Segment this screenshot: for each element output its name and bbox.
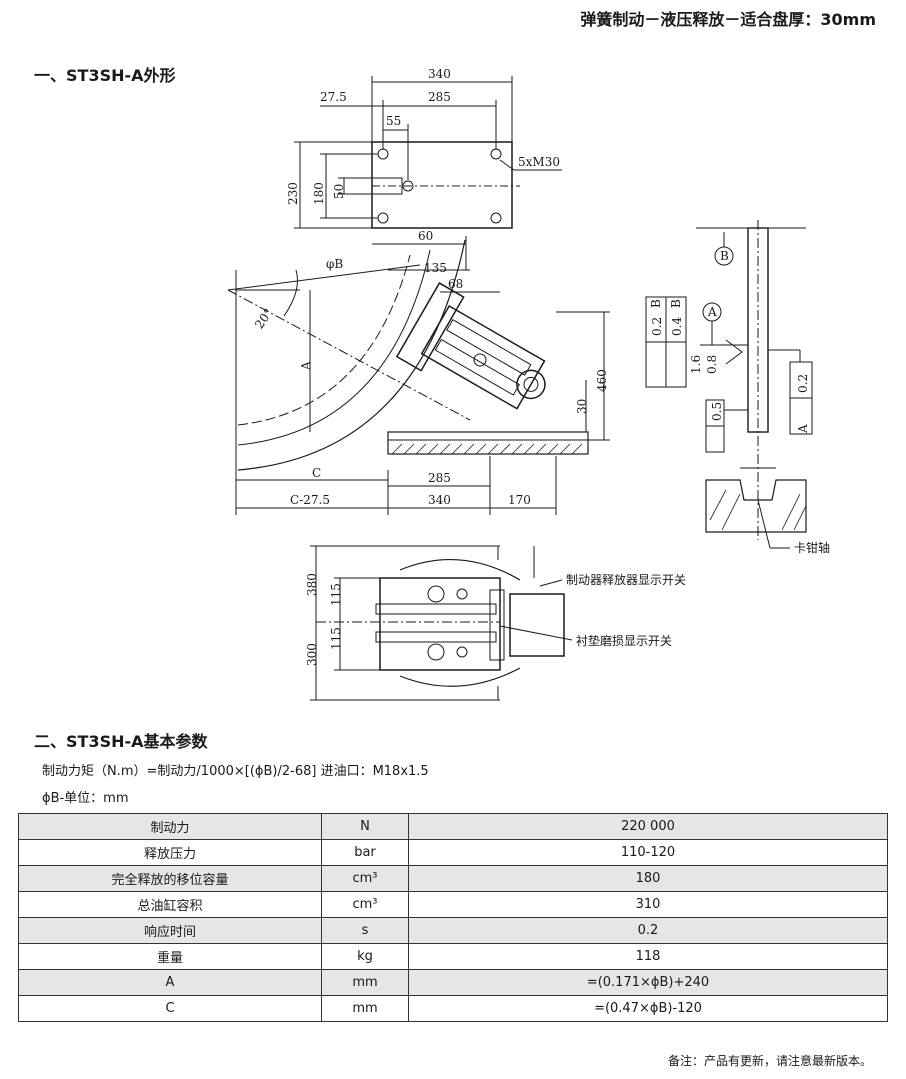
dim-label: 285 (428, 471, 451, 485)
section-title-params: 二、ST3SH-A基本参数 (34, 732, 208, 751)
datum-label: B (720, 249, 729, 263)
param-name: 释放压力 (18, 839, 322, 866)
dim-label: 300 (305, 643, 319, 666)
tolerance-label: 0.8 (705, 355, 719, 374)
param-name: 制动力 (18, 813, 322, 840)
table-row: 释放压力 bar 110-120 (18, 839, 888, 866)
torque-formula: 制动力矩（N.m）=制动力/1000×[(ϕB)/2-68] 进油口：M18x1… (42, 764, 429, 779)
caliper-seat-hatch (705, 479, 807, 533)
release-indicator-switch (509, 593, 565, 657)
param-unit: N (321, 813, 409, 840)
table-row: 完全释放的移位容量 cm³ 180 (18, 865, 888, 892)
param-name: 重量 (18, 943, 322, 970)
param-name: A (18, 969, 322, 996)
param-unit: mm (321, 969, 409, 996)
dim-label: 68 (448, 277, 463, 291)
table-row: 响应时间 s 0.2 (18, 917, 888, 944)
callout-wear-switch: 衬垫磨损显示开关 (576, 633, 672, 648)
param-unit: bar (321, 839, 409, 866)
disc-outer-arc (237, 239, 466, 471)
tolerance-label: A (796, 424, 810, 434)
param-name: 完全释放的移位容量 (18, 865, 322, 892)
dim-label: 170 (508, 493, 531, 507)
param-value: =(0.171×ϕB)+240 (408, 969, 888, 996)
bottom-caliper-body (379, 577, 501, 671)
dim-label: 460 (595, 369, 609, 392)
dim-label: 135 (424, 261, 447, 275)
section-title-outline: 一、ST3SH-A外形 (34, 66, 176, 85)
dim-label: φB (326, 257, 343, 271)
bolt-hole (490, 212, 502, 224)
dim-label: 27.5 (320, 90, 347, 104)
callout-caliper-axis: 卡钳轴 (794, 540, 830, 555)
dim-label: 115 (329, 583, 343, 606)
disc-arc (237, 249, 431, 446)
dim-label: 60 (418, 229, 433, 243)
param-value: 310 (408, 891, 888, 918)
param-value: 118 (408, 943, 888, 970)
param-unit: cm³ (321, 891, 409, 918)
tolerance-label: 1.6 (689, 355, 703, 374)
dim-label: 230 (286, 182, 300, 205)
dim-label: 180 (312, 182, 326, 205)
params-table: 制动力 N 220 000 释放压力 bar 110-120 完全释放的移位容量… (18, 813, 888, 1022)
param-value: 220 000 (408, 813, 888, 840)
disc-arc (237, 254, 411, 426)
param-unit: cm³ (321, 865, 409, 892)
dim-label: 115 (329, 627, 343, 650)
param-unit: s (321, 917, 409, 944)
callout-release-switch: 制动器释放器显示开关 (566, 572, 686, 587)
dim-label: 55 (386, 114, 401, 128)
param-value: 0.2 (408, 917, 888, 944)
caliper-body (395, 282, 546, 410)
param-unit: mm (321, 995, 409, 1022)
unit-note: ϕB-单位：mm (42, 791, 129, 806)
bolt-hole (490, 148, 502, 160)
datum-label: A (707, 305, 717, 319)
param-name: 响应时间 (18, 917, 322, 944)
dim-label: 380 (305, 573, 319, 596)
footer-note: 备注：产品有更新，请注意最新版本。 (667, 1054, 872, 1068)
dim-label: C-27.5 (290, 493, 330, 507)
page-header-title: 弹簧制动－液压释放－适合盘厚：30mm (580, 10, 876, 29)
table-row: 重量 kg 118 (18, 943, 888, 970)
table-row: A mm =(0.171×ϕB)+240 (18, 969, 888, 996)
grease-nipple (473, 353, 487, 367)
table-row: C mm =(0.47×ϕB)-120 (18, 995, 888, 1022)
table-row: 制动力 N 220 000 (18, 813, 888, 840)
dim-label: 340 (428, 67, 451, 81)
tolerance-label: B (669, 299, 683, 308)
technical-drawing: 340 27.5 285 55 5xM30 230 180 50 60 φB 1… (227, 67, 830, 701)
param-value: =(0.47×ϕB)-120 (408, 995, 888, 1022)
tolerance-label: 0.5 (710, 402, 724, 421)
dim-label: 340 (428, 493, 451, 507)
dim-label: 30 (575, 399, 589, 414)
tolerance-label: B (649, 299, 663, 308)
tolerance-label: 0.2 (650, 317, 664, 336)
bolt-hole (402, 180, 414, 192)
dim-label: 285 (428, 90, 451, 104)
bolt-hole (377, 148, 389, 160)
param-value: 180 (408, 865, 888, 892)
param-name: C (18, 995, 322, 1022)
dim-label: A (299, 361, 313, 371)
tolerance-label: 0.2 (796, 374, 810, 393)
dim-label: C (312, 466, 321, 480)
table-row: 总油缸容积 cm³ 310 (18, 891, 888, 918)
param-value: 110-120 (408, 839, 888, 866)
param-unit: kg (321, 943, 409, 970)
dim-label: 5xM30 (518, 155, 560, 169)
base-plate (387, 431, 589, 455)
dim-label: 20° (252, 306, 276, 331)
param-name: 总油缸容积 (18, 891, 322, 918)
tolerance-label: 0.4 (670, 317, 684, 336)
dim-label: 50 (332, 184, 346, 199)
bolt-hole (377, 212, 389, 224)
